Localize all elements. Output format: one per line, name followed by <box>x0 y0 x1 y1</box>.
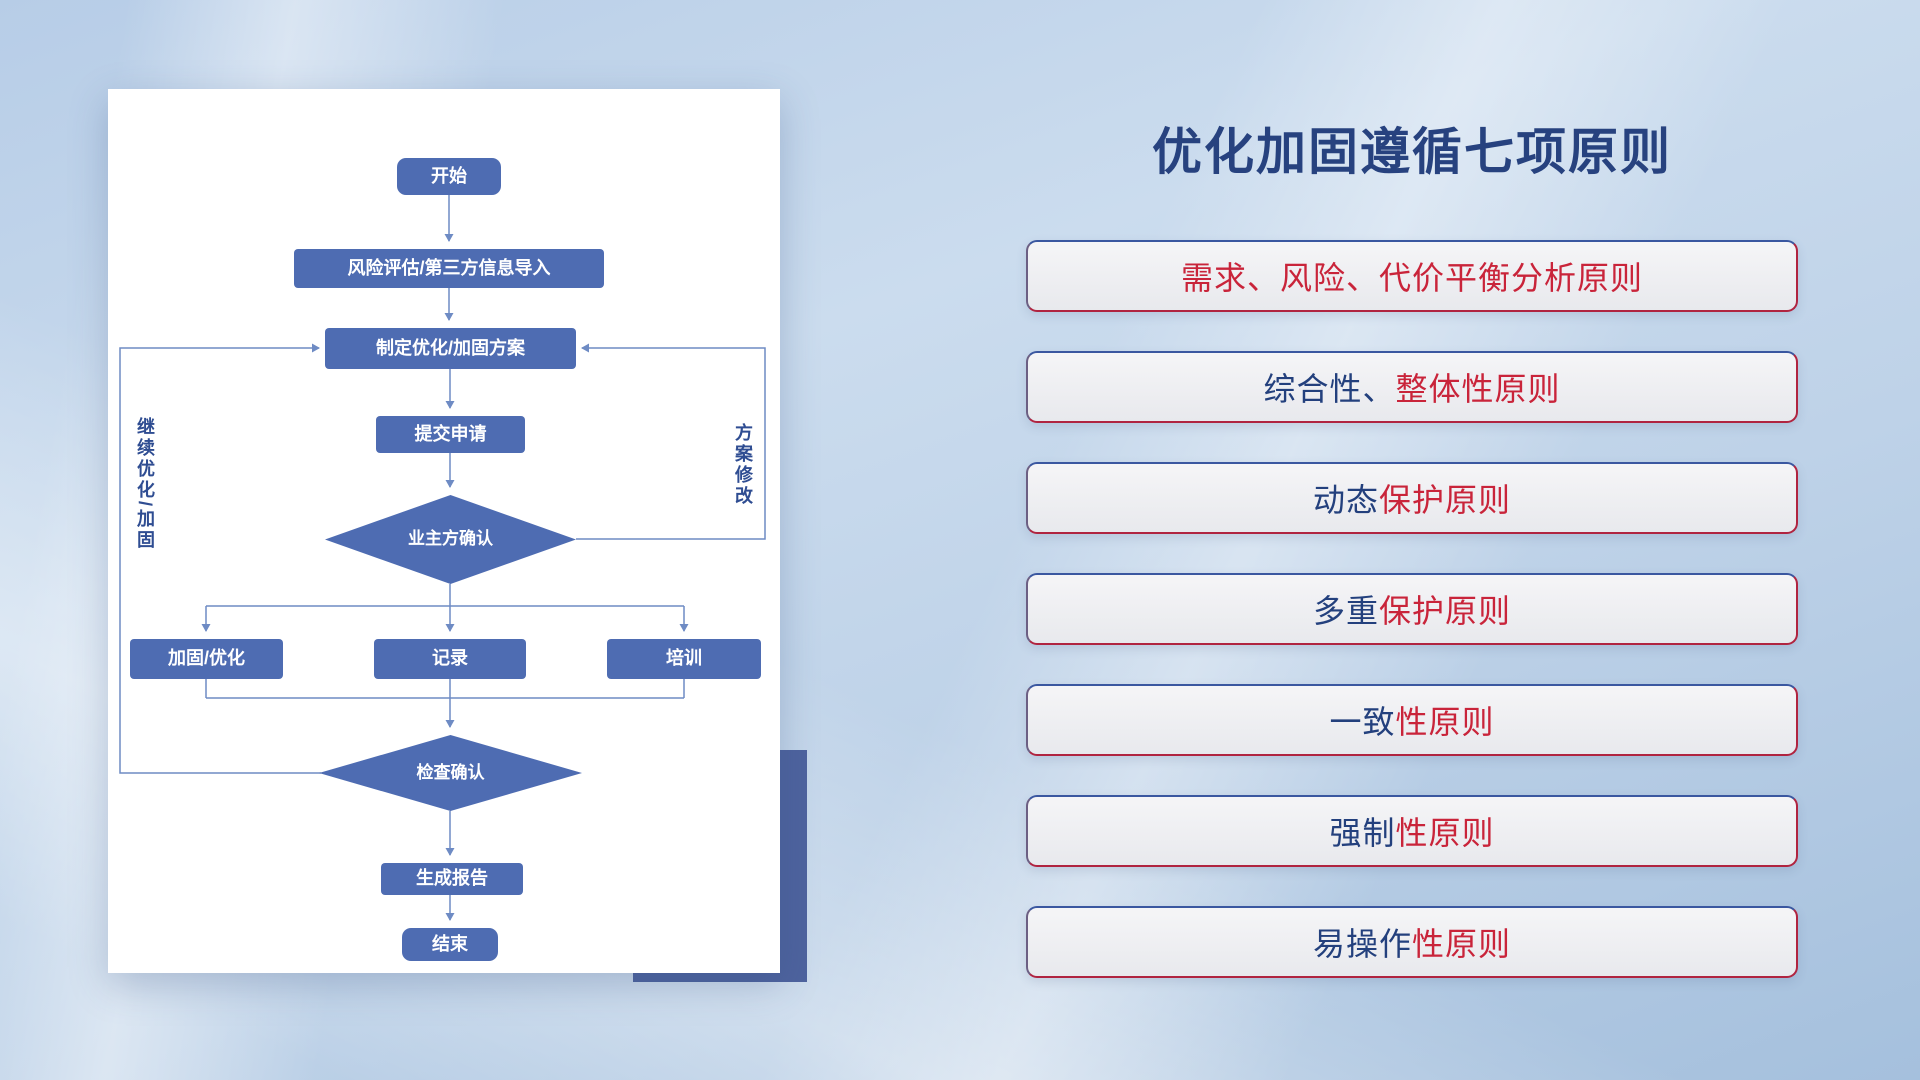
flow-label-continue-optimize: 继续优化/加固 <box>135 416 155 551</box>
flow-node-submit-application: 提交申请 <box>376 416 525 453</box>
flow-node-risk-assessment: 风险评估/第三方信息导入 <box>294 249 604 288</box>
principle-3-text-red: 保护原则 <box>1379 482 1512 518</box>
principle-2-text-blue: 综合性、 <box>1263 371 1396 407</box>
principle-item-6: 强制性原则 <box>1026 795 1798 867</box>
principles-list: 需求、风险、代价平衡分析原则 综合性、整体性原则 动态保护原则 多重保护原则 一… <box>1026 240 1798 978</box>
principle-item-4: 多重保护原则 <box>1026 573 1798 645</box>
panel-title: 优化加固遵循七项原则 <box>1152 124 1672 180</box>
principle-2-text-red: 整体性原则 <box>1395 371 1561 407</box>
principle-item-7: 易操作性原则 <box>1026 906 1798 978</box>
principle-6-text-blue: 强制 <box>1329 815 1396 851</box>
principle-item-3: 动态保护原则 <box>1026 462 1798 534</box>
principle-5-text-red: 性原则 <box>1395 704 1495 740</box>
principle-7-text-red: 性原则 <box>1412 926 1512 962</box>
flow-node-make-plan: 制定优化/加固方案 <box>325 328 576 369</box>
flow-node-end: 结束 <box>402 928 498 961</box>
principle-7-text-blue: 易操作 <box>1312 926 1412 962</box>
flowchart-connectors <box>119 195 766 921</box>
flow-node-record: 记录 <box>374 639 526 679</box>
principle-4-text-red: 保护原则 <box>1379 593 1512 629</box>
flow-node-start: 开始 <box>397 158 501 195</box>
flow-node-reinforce-optimize: 加固/优化 <box>130 639 283 679</box>
flow-node-generate-report: 生成报告 <box>381 863 523 895</box>
principle-item-1: 需求、风险、代价平衡分析原则 <box>1026 240 1798 312</box>
flow-node-training: 培训 <box>607 639 761 679</box>
principle-item-5: 一致性原则 <box>1026 684 1798 756</box>
flowchart-card: 开始 风险评估/第三方信息导入 制定优化/加固方案 提交申请 业主方确认 加固/… <box>108 89 780 973</box>
principle-6-text-red: 性原则 <box>1395 815 1495 851</box>
principle-1-text-red: 需求、风险、代价平衡分析原则 <box>1180 260 1643 296</box>
flow-label-plan-revise: 方案修改 <box>733 423 753 507</box>
principle-3-text-blue: 动态 <box>1312 482 1379 518</box>
principle-item-2: 综合性、整体性原则 <box>1026 351 1798 423</box>
principle-4-text-blue: 多重 <box>1312 593 1379 629</box>
principle-5-text-blue: 一致 <box>1329 704 1396 740</box>
